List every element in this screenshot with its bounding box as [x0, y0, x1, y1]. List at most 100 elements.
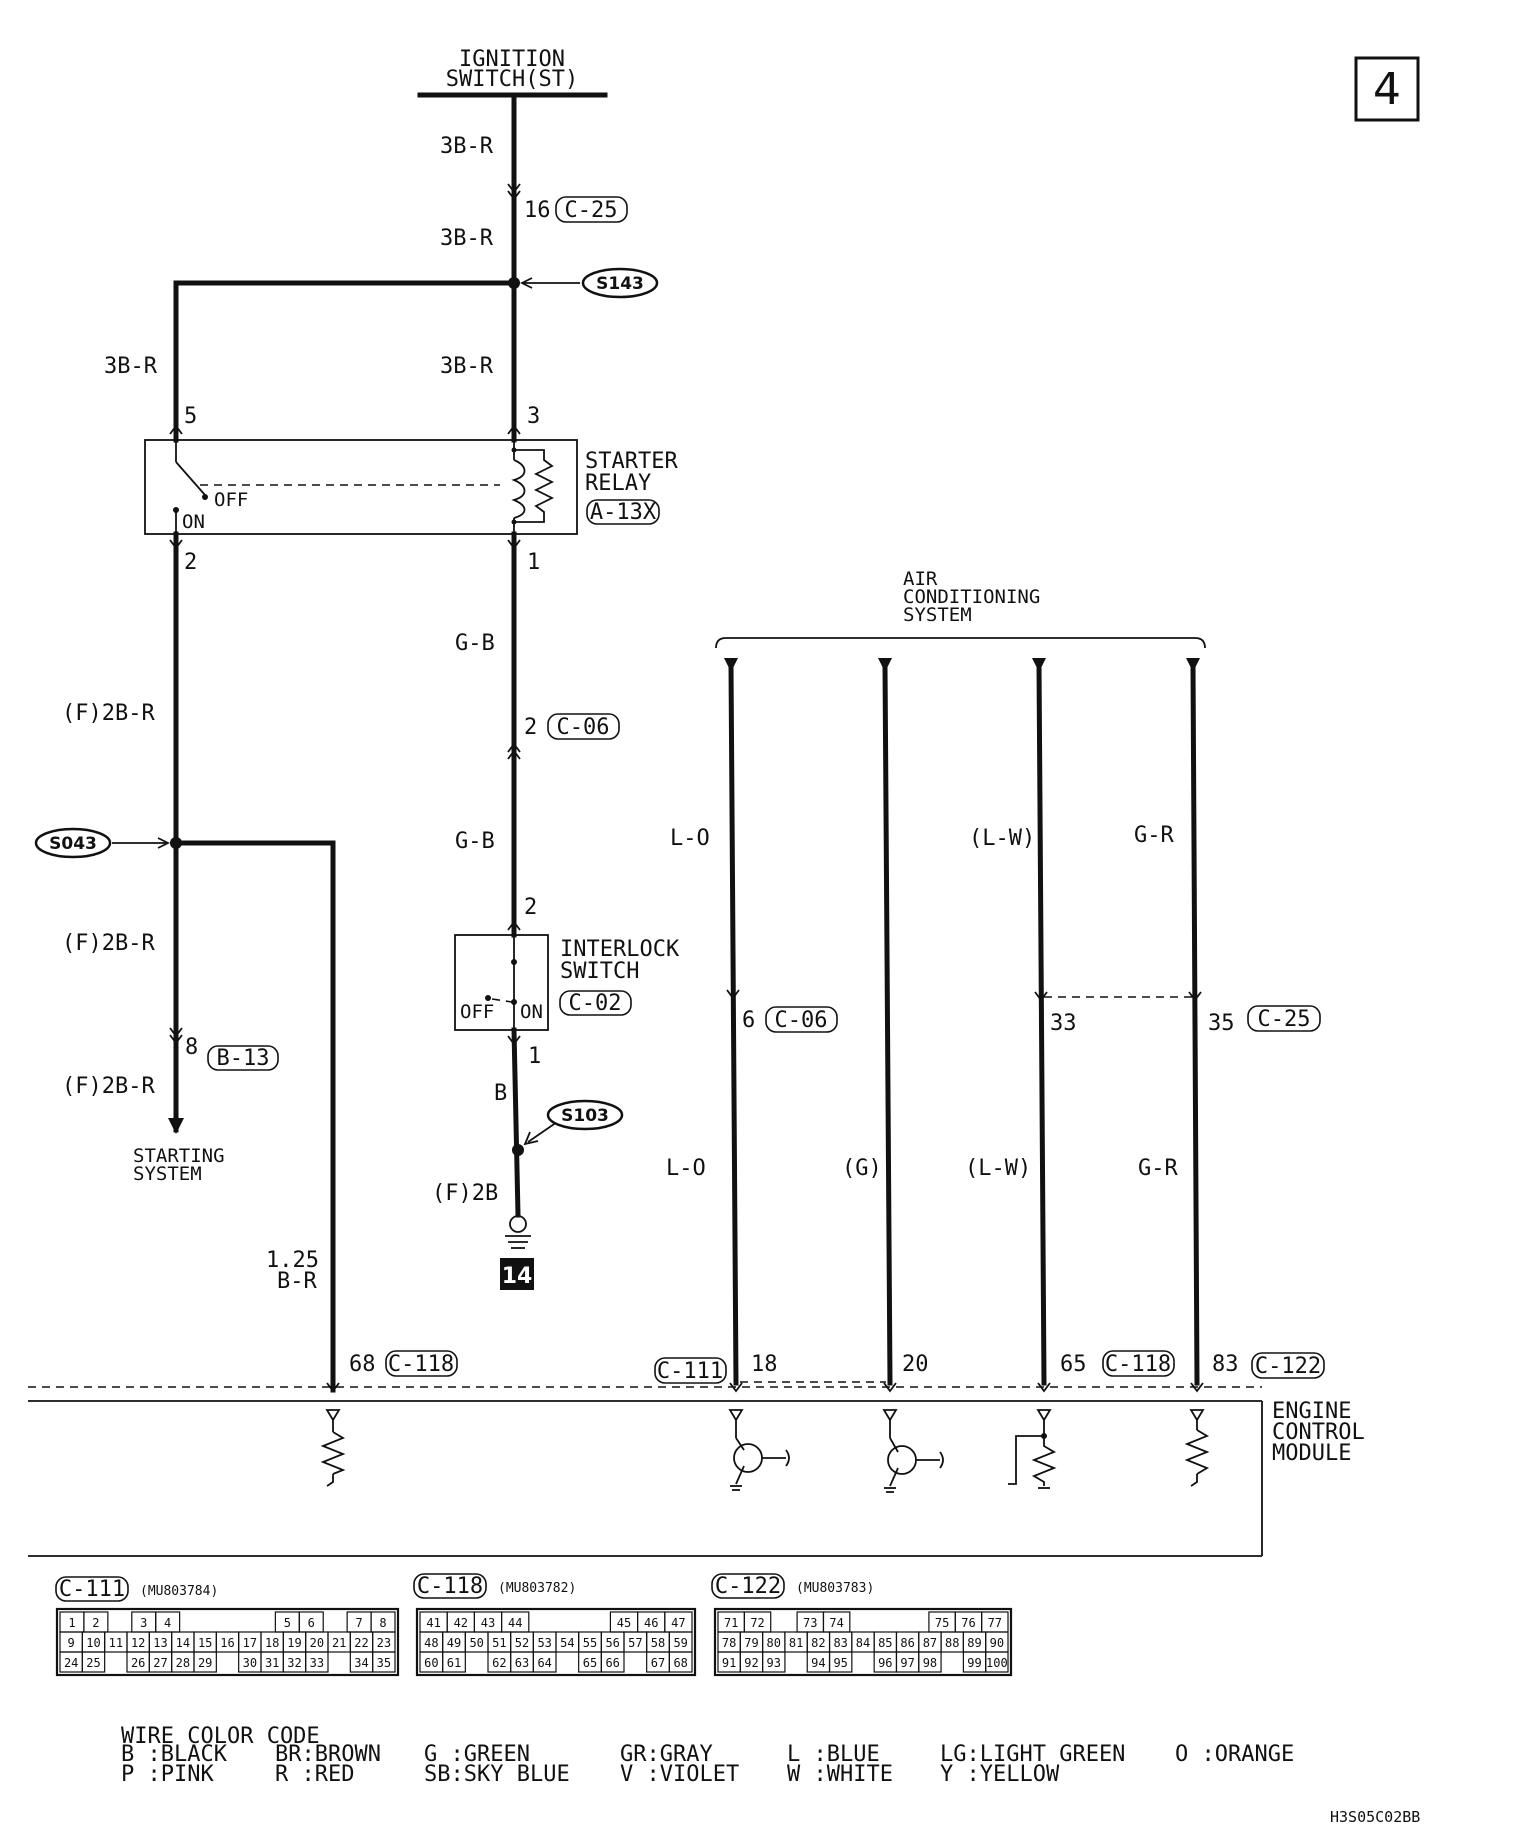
- wire-label-lw-1: (L-W): [969, 826, 1035, 851]
- connector-box-c122a: [1251, 1352, 1325, 1379]
- color-code-entry: G :GREEN: [424, 1742, 530, 1767]
- connector-cell-label: 25: [86, 1656, 100, 1670]
- connector-cell-label: 76: [961, 1616, 975, 1630]
- connector-c25a: C-25: [565, 198, 618, 223]
- connector-cell-label: 11: [109, 1636, 123, 1650]
- connector-cell-label: 74: [829, 1616, 843, 1630]
- connector-cell-label: 57: [628, 1636, 642, 1650]
- wire-label-lo-2: L-O: [666, 1156, 706, 1181]
- connector-cell-label: 58: [651, 1636, 665, 1650]
- wire-label-3br-left: 3B-R: [104, 354, 158, 379]
- starter-relay-label-2: RELAY: [585, 471, 651, 496]
- ecm-label-2: CONTROL: [1272, 1420, 1365, 1445]
- connector-cell-label: 33: [310, 1656, 324, 1670]
- connector-cell-label: 48: [424, 1636, 438, 1650]
- pin-2c: 2: [524, 895, 537, 920]
- connector-cell-label: 64: [537, 1656, 551, 1670]
- connector-cell-label: 43: [481, 1616, 495, 1630]
- connector-cell-label: 2: [92, 1616, 99, 1630]
- color-code-entry: L :BLUE: [787, 1742, 880, 1767]
- connector-cell-label: 77: [988, 1616, 1002, 1630]
- ac-label-2: CONDITIONING: [903, 586, 1040, 608]
- connector-cell: [985, 1651, 1009, 1673]
- connector-cell-label: 1: [68, 1616, 75, 1630]
- pin-68: 68: [349, 1352, 376, 1377]
- starter-relay-box: [144, 439, 578, 535]
- connector-cell-label: 75: [935, 1616, 949, 1630]
- color-code-entry: LG:LIGHT GREEN: [940, 1742, 1125, 1767]
- wire-label-f2br-1: (F)2B-R: [62, 701, 155, 726]
- connector-cell-label: 14: [176, 1636, 190, 1650]
- color-code-entry: W :WHITE: [787, 1762, 893, 1787]
- connector-cell-label: 3: [140, 1616, 147, 1630]
- connector-cell-label: 85: [878, 1636, 892, 1650]
- color-code-entry: GR:GRAY: [620, 1742, 713, 1767]
- connector-cell-label: 60: [424, 1656, 438, 1670]
- color-code-title: WIRE COLOR CODE: [121, 1724, 320, 1749]
- connector-cell-label: 42: [454, 1616, 468, 1630]
- splice-s043: S043: [49, 834, 97, 854]
- connector-box-c118b: [1102, 1350, 1175, 1377]
- connector-cell-label: 21: [332, 1636, 346, 1650]
- connector-cell-label: 41: [426, 1616, 440, 1630]
- wire-label-gr-2: G-R: [1138, 1156, 1178, 1181]
- connector-cell-label: 50: [469, 1636, 483, 1650]
- connector-cell-label: 30: [243, 1656, 257, 1670]
- connector-cell-label: 22: [354, 1636, 368, 1650]
- interlock-label-1: INTERLOCK: [560, 937, 680, 962]
- connector-cell-label: 4: [164, 1616, 171, 1630]
- connector-cell-label: 29: [198, 1656, 212, 1670]
- connector-cell-label: 54: [560, 1636, 574, 1650]
- relay-on-label: ON: [182, 511, 205, 533]
- connector-cell-label: 12: [131, 1636, 145, 1650]
- connector-cell: [600, 1651, 625, 1673]
- ecm-label-3: MODULE: [1272, 1441, 1351, 1466]
- connector-box-b13: [207, 1045, 279, 1071]
- color-code-entry: BR:BROWN: [275, 1742, 381, 1767]
- connector-cell-label: 16: [220, 1636, 234, 1650]
- connector-cell-label: 80: [767, 1636, 781, 1650]
- connector-box-c06a: [547, 713, 620, 740]
- connector-cell: [81, 1651, 106, 1673]
- connector-table-header-box: [711, 1573, 785, 1599]
- connector-cell-label: 34: [354, 1656, 368, 1670]
- connector-cell-label: 62: [492, 1656, 506, 1670]
- wire-label-gb-1: G-B: [455, 631, 495, 656]
- connector-cell-label: 93: [767, 1656, 781, 1670]
- ecm-transistor-18: [728, 1409, 790, 1491]
- connector-cell-label: 96: [878, 1656, 892, 1670]
- connector-cell-label: 68: [673, 1656, 687, 1670]
- ground-number: 14: [502, 1264, 533, 1289]
- ac-wire-4: [1186, 658, 1200, 1386]
- connector-cell-label: 18: [265, 1636, 279, 1650]
- connector-cell-label: 87: [923, 1636, 937, 1650]
- connector-cell-label: 24: [64, 1656, 78, 1670]
- connector-cell-label: 17: [243, 1636, 257, 1650]
- wire-label-f2br-3: (F)2B-R: [62, 1074, 155, 1099]
- connector-cell-label: 45: [617, 1616, 631, 1630]
- connector-cell-label: 63: [515, 1656, 529, 1670]
- wire-label-br: B-R: [277, 1269, 317, 1294]
- connector-cell-label: 86: [900, 1636, 914, 1650]
- connector-cell-label: 31: [265, 1656, 279, 1670]
- connector-cell-label: 84: [856, 1636, 870, 1650]
- wire-label-f2br-2: (F)2B-R: [62, 931, 155, 956]
- connector-c118a: C-118: [388, 1352, 454, 1377]
- connector-cell: [828, 1651, 853, 1673]
- ecm-resistor-65: [1008, 1409, 1057, 1489]
- splice-s143: S143: [596, 274, 644, 294]
- connector-cell-label: 8: [379, 1616, 386, 1630]
- wire-label-lw-2: (L-W): [965, 1156, 1031, 1181]
- connector-c25b: C-25: [1258, 1007, 1311, 1032]
- connector-cell-label: 5: [284, 1616, 291, 1630]
- connector-box-c06b: [765, 1006, 838, 1033]
- ignition-label-1: IGNITION: [459, 47, 565, 72]
- connector-cell-label: 49: [447, 1636, 461, 1650]
- connector-cell-label: 61: [447, 1656, 461, 1670]
- connector-cell-label: 35: [377, 1656, 391, 1670]
- connector-cell-label: 47: [671, 1616, 685, 1630]
- connector-cell-label: 13: [153, 1636, 167, 1650]
